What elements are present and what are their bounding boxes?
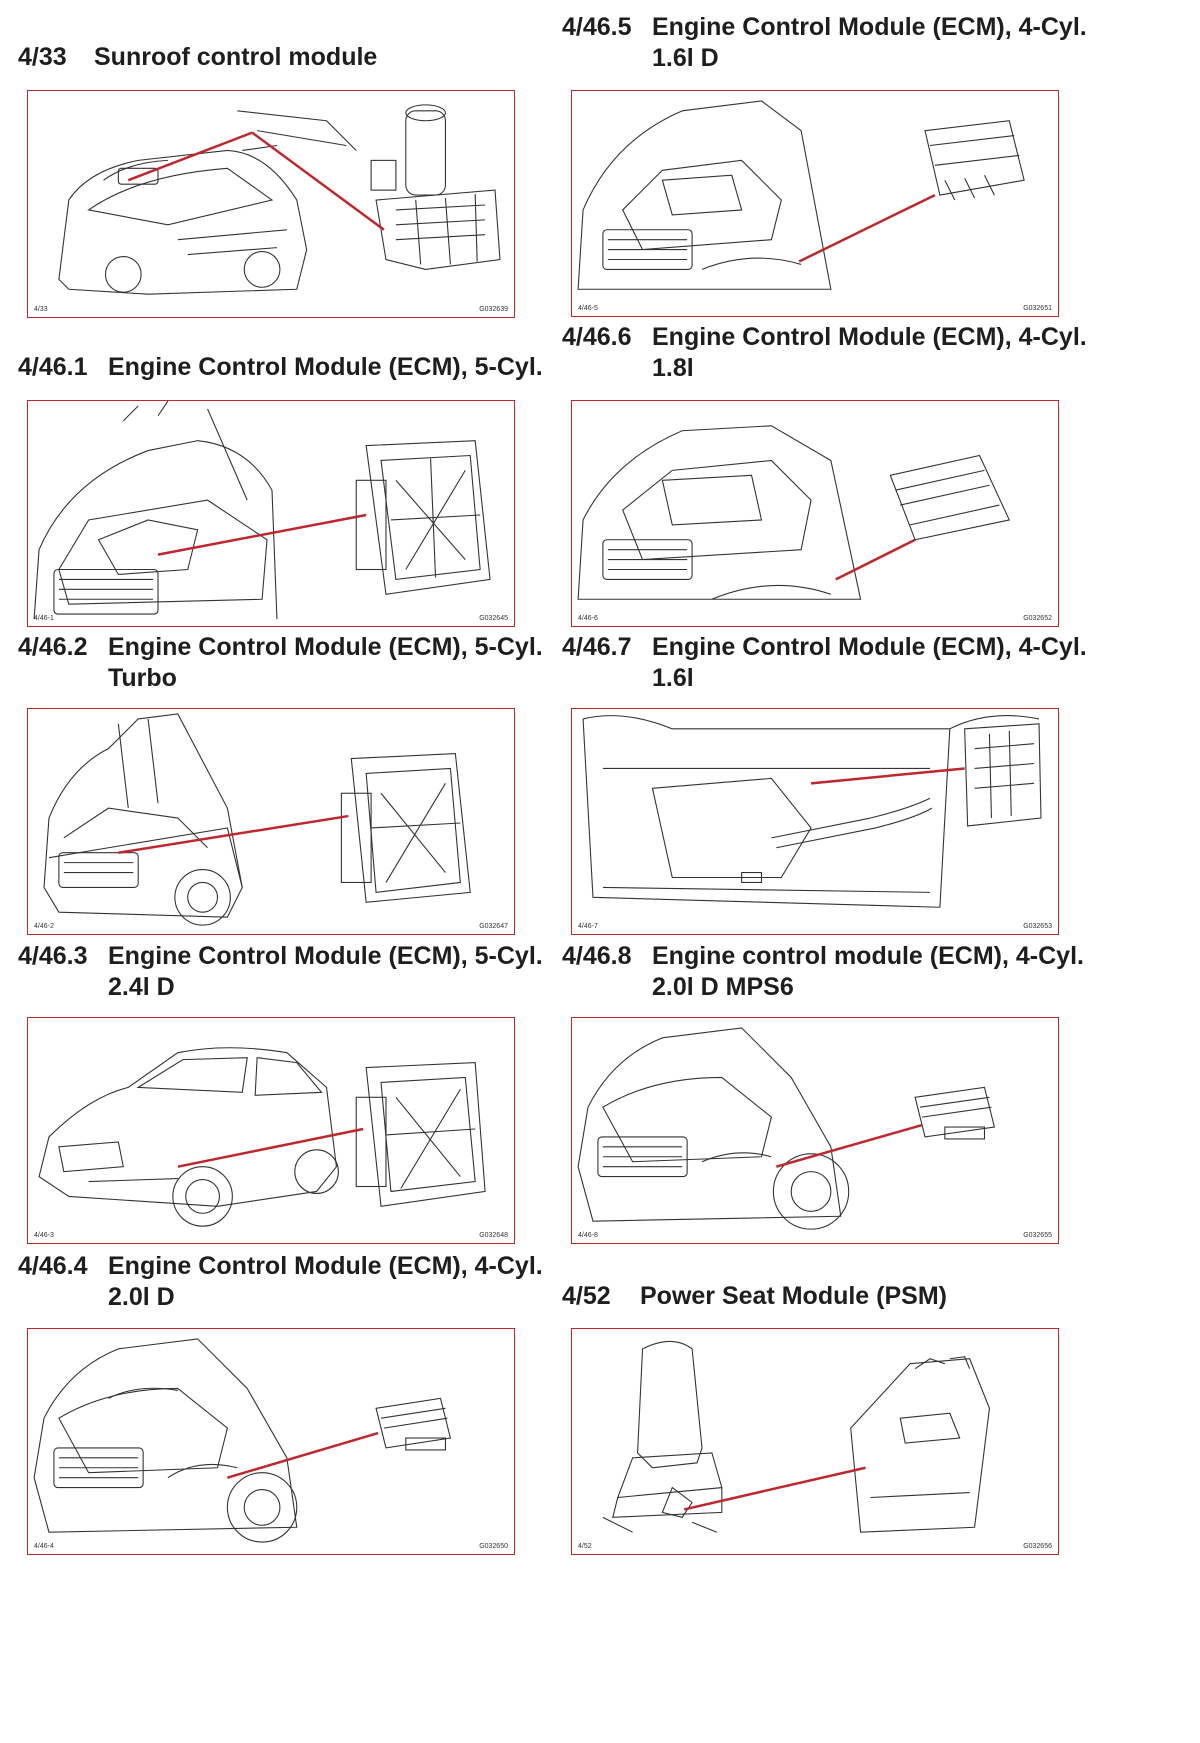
section-title: Engine Control Module (ECM), 5-Cyl.2.4l … (108, 942, 543, 1001)
figure-ref-right: G032655 (1023, 1232, 1052, 1239)
section-title: Engine Control Module (ECM), 4-Cyl.1.6l … (652, 13, 1087, 72)
section-heading-4-46-5: 4/46.5 Engine Control Module (ECM), 4-Cy… (562, 12, 1087, 74)
section-heading-4-46-1: 4/46.1 Engine Control Module (ECM), 5-Cy… (18, 352, 543, 383)
illustration-panel-sunroof: 4/33 G032639 (27, 90, 515, 318)
figure-ref-right: G032647 (479, 923, 508, 930)
seat-psm-illustration (602, 1340, 991, 1533)
illustration-panel-ecm-4cyl-1-8: 4/46-6 G032652 (571, 400, 1059, 627)
figure-ref-right: G032650 (479, 1543, 508, 1550)
engine-bay-ecm-illustration (577, 425, 1011, 600)
section-heading-4-46-7: 4/46.7 Engine Control Module (ECM), 4-Cy… (562, 632, 1087, 694)
section-heading-4-46-8: 4/46.8 Engine control module (ECM), 4-Cy… (562, 941, 1084, 1003)
sunroof-module-illustration (58, 104, 501, 295)
section-title: Sunroof control module (94, 43, 378, 71)
figure-ref-left: 4/46-6 (578, 615, 598, 622)
illustration-panel-ecm-4cyl-mps6: 4/46-8 G032655 (571, 1017, 1059, 1244)
figure-ref-right: G032639 (479, 306, 508, 313)
sedan-ecm-illustration (38, 1047, 486, 1227)
section-heading-4-46-3: 4/46.3 Engine Control Module (ECM), 5-Cy… (18, 941, 543, 1003)
engine-bay-ecm-illustration (33, 401, 491, 620)
illustration-panel-ecm-4cyl-2-0-d: 4/46-4 G032650 (27, 1328, 515, 1555)
engine-bay-top-ecm-illustration (582, 715, 1042, 908)
figure-ref-right: G032645 (479, 615, 508, 622)
section-number: 4/46.1 (18, 353, 88, 381)
illustration-panel-ecm-4cyl-1-6-d: 4/46-5 G032651 (571, 90, 1059, 317)
figure-ref-right: G032648 (479, 1232, 508, 1239)
figure-ref-right: G032651 (1023, 305, 1052, 312)
car-front-ecm-illustration (577, 1027, 996, 1230)
illustration-panel-ecm-5cyl: 4/46-1 G032645 (27, 400, 515, 627)
section-title: Engine Control Module (ECM), 4-Cyl.1.8l (652, 323, 1087, 382)
section-heading-4-52: 4/52 Power Seat Module (PSM) (562, 1281, 947, 1312)
figure-ref-left: 4/52 (578, 1543, 592, 1550)
section-heading-4-46-4: 4/46.4 Engine Control Module (ECM), 4-Cy… (18, 1251, 543, 1313)
engine-bay-ecm-illustration (577, 100, 1025, 290)
figure-ref-left: 4/46-4 (34, 1543, 54, 1550)
figure-ref-left: 4/46-3 (34, 1232, 54, 1239)
figure-ref-left: 4/46-1 (34, 615, 54, 622)
figure-ref-right: G032653 (1023, 923, 1052, 930)
section-title: Engine Control Module (ECM), 5-Cyl. (108, 353, 543, 381)
figure-ref-left: 4/46-7 (578, 923, 598, 930)
figure-ref-right: G032656 (1023, 1543, 1052, 1550)
section-number: 4/52 (562, 1282, 611, 1310)
car-hood-open-ecm-illustration (43, 713, 471, 926)
section-title: Engine Control Module (ECM), 4-Cyl.1.6l (652, 633, 1087, 692)
figure-ref-right: G032652 (1023, 615, 1052, 622)
section-number: 4/46.5 (562, 13, 632, 41)
section-title: Engine Control Module (ECM), 5-Cyl.Turbo (108, 633, 543, 692)
section-number: 4/46.7 (562, 633, 632, 661)
section-number: 4/46.6 (562, 323, 632, 351)
section-heading-4-46-2: 4/46.2 Engine Control Module (ECM), 5-Cy… (18, 632, 543, 694)
section-number: 4/46.3 (18, 942, 88, 970)
illustration-panel-ecm-5cyl-turbo: 4/46-2 G032647 (27, 708, 515, 935)
figure-ref-left: 4/33 (34, 306, 48, 313)
section-heading-4-33: 4/33 Sunroof control module (18, 42, 377, 73)
section-heading-4-46-6: 4/46.6 Engine Control Module (ECM), 4-Cy… (562, 322, 1087, 384)
section-title: Engine control module (ECM), 4-Cyl.2.0l … (652, 942, 1084, 1001)
section-number: 4/46.8 (562, 942, 632, 970)
illustration-panel-ecm-4cyl-1-6: 4/46-7 G032653 (571, 708, 1059, 935)
illustration-panel-power-seat: 4/52 G032656 (571, 1328, 1059, 1555)
section-number: 4/46.4 (18, 1252, 88, 1280)
section-title: Power Seat Module (PSM) (640, 1282, 947, 1310)
figure-ref-left: 4/46-8 (578, 1232, 598, 1239)
illustration-panel-ecm-5cyl-diesel: 4/46-3 G032648 (27, 1017, 515, 1244)
car-front-ecm-illustration (33, 1338, 452, 1543)
figure-ref-left: 4/46-2 (34, 923, 54, 930)
section-title: Engine Control Module (ECM), 4-Cyl.2.0l … (108, 1252, 543, 1311)
figure-ref-left: 4/46-5 (578, 305, 598, 312)
section-number: 4/46.2 (18, 633, 88, 661)
section-number: 4/33 (18, 43, 67, 71)
